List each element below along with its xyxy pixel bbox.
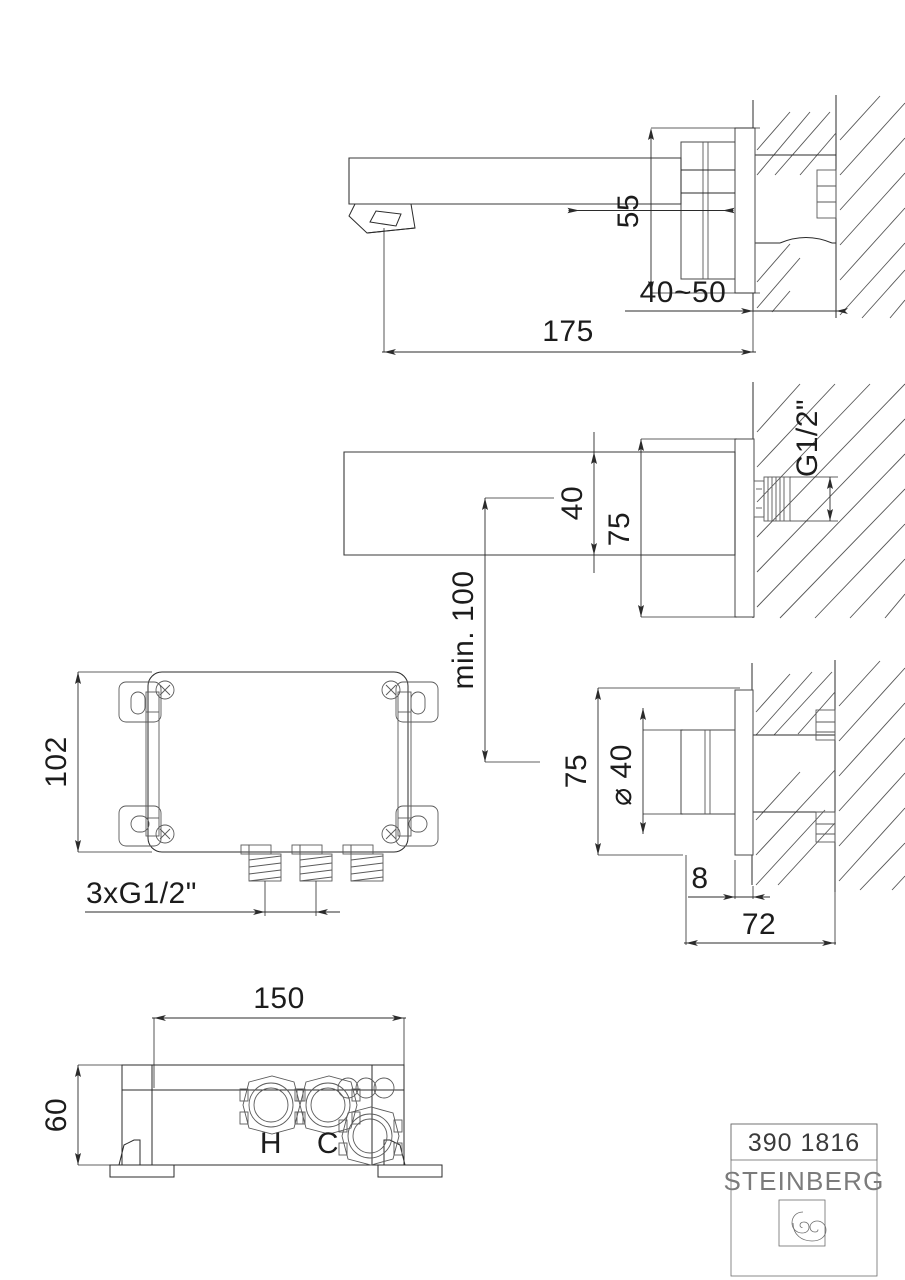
title-block: 390 1816 STEINBERG (723, 1123, 884, 1277)
dim-box-depth-60: 60 (40, 1064, 150, 1166)
handle-trim-plate (734, 689, 754, 856)
small-port-2 (355, 1077, 377, 1099)
small-port-1 (337, 1077, 359, 1099)
dim-thread-g12-middle: G1/2" (790, 399, 838, 522)
wall-pipe-connector-lower-lower (815, 811, 836, 843)
fitting-hot (239, 1075, 304, 1135)
view-handle-side-elevation: G1/2" 40 75 min. 100 (343, 382, 905, 763)
dim-label-175: 175 (542, 315, 594, 348)
small-port-3 (373, 1077, 395, 1099)
valve-box-bottom-fittings (239, 1075, 403, 1166)
port-3 (342, 844, 384, 882)
dim-handle-plate-75: 75 (603, 438, 737, 618)
dim-label-40: 40 (556, 486, 589, 520)
fitting-outlet (338, 1106, 403, 1166)
valve-box-screws (155, 680, 401, 844)
dim-spout-projection-175: 175 (382, 310, 756, 355)
dim-min-100: min. 100 (447, 497, 554, 763)
dim-handle-offset-40: 40 (556, 432, 597, 573)
dim-label-55: 55 (612, 194, 645, 228)
spout-body-top (348, 157, 735, 205)
port-label-hot: H (260, 1127, 282, 1160)
valve-box-bracket-right (395, 681, 439, 847)
dim-box-width-150: 150 (152, 982, 406, 1088)
wall-pipe-connector-top (816, 169, 837, 219)
brand-name: STEINBERG (723, 1166, 884, 1196)
dim-label-72: 72 (742, 908, 776, 941)
dim-ports-3xg12: 3xG1/2" (85, 877, 340, 916)
dim-label-min-100: min. 100 (447, 570, 480, 689)
dim-label-8: 8 (691, 862, 708, 895)
wall-pipe-connector-lower-upper (815, 709, 836, 741)
handle-trim-cylinder (680, 729, 736, 815)
port-2 (291, 844, 333, 882)
view-valve-box-bottom: 150 60 (40, 982, 443, 1178)
handle-escutcheon-middle (734, 438, 755, 618)
dim-plate-thickness-8: 8 (688, 860, 770, 900)
dim-trim-diameter-40: ⌀ 40 (605, 708, 683, 834)
valve-box-bracket-left (118, 681, 162, 847)
dim-label-40-50: 40~50 (640, 276, 727, 309)
dim-label-g12: G1/2" (791, 399, 824, 477)
view-spout-side-elevation: 55 40~50 175 (348, 95, 905, 355)
port-label-cold: C (317, 1127, 339, 1160)
view-handle-trim-section: 75 ⌀ 40 8 72 (560, 660, 905, 946)
spout-aerator (348, 203, 416, 234)
dim-label-60: 60 (40, 1098, 73, 1132)
dim-total-depth-72: 72 (684, 855, 836, 946)
dim-box-height-102: 102 (40, 671, 152, 853)
dim-label-3xg12: 3xG1/2" (86, 877, 197, 910)
dim-wall-depth-40-50: 40~50 (625, 276, 848, 314)
handle-body-middle (343, 451, 736, 556)
dim-label-diameter-40: ⌀ 40 (605, 744, 638, 806)
dim-label-75-lower: 75 (560, 754, 593, 788)
valve-box-ports (240, 844, 384, 882)
article-number: 390 1816 (748, 1129, 860, 1157)
port-1 (240, 844, 282, 882)
wall-thread-connector-middle (753, 476, 791, 522)
steinberg-scroll-logo (778, 1199, 827, 1247)
wall-hatching-top (752, 95, 905, 319)
view-valve-box-front: 102 3xG1/2" (40, 671, 439, 916)
dim-spout-height-55: 55 (567, 127, 760, 294)
dim-trim-outer-75: 75 (560, 687, 740, 856)
dim-label-102: 102 (40, 736, 73, 788)
wall-hatching-lower (751, 660, 905, 892)
valve-box-body (147, 671, 409, 853)
dim-label-75-middle: 75 (603, 512, 636, 546)
dim-label-150: 150 (253, 982, 305, 1015)
